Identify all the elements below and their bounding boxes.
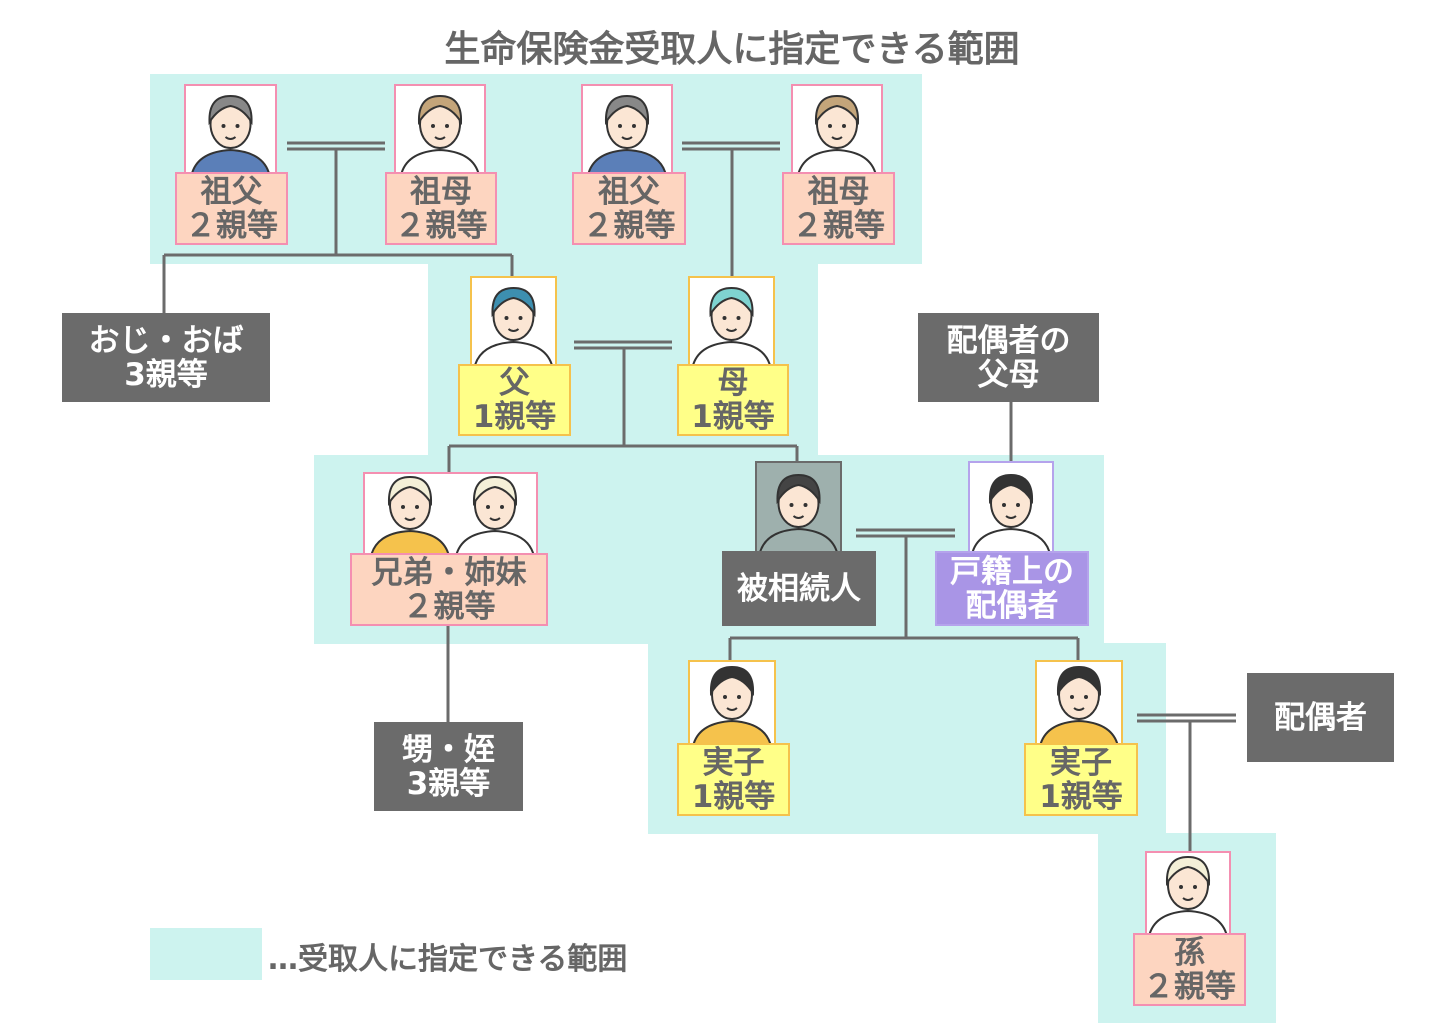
- person-illustration-icon: [588, 94, 666, 172]
- person-illustration-icon: [474, 286, 553, 364]
- person-illustration-icon: [692, 286, 771, 364]
- grandchild-photo: [1145, 851, 1231, 935]
- relation-name: 配偶者の: [946, 322, 1071, 359]
- relation-name: 母: [717, 365, 749, 401]
- degree: ２親等: [792, 207, 885, 244]
- relation-name: 実子: [1050, 744, 1112, 781]
- grandmother-photo: [394, 84, 486, 174]
- child-photo: [1035, 660, 1123, 745]
- legend-text: …受取人に指定できる範囲: [268, 942, 628, 977]
- grandmother-photo: [791, 84, 883, 174]
- decedent-photo: [755, 461, 842, 553]
- label-spouse: 戸籍上の配偶者: [935, 551, 1089, 626]
- grandfather-photo: [581, 84, 673, 174]
- degree: 1親等: [1039, 778, 1123, 815]
- label-decedent: 被相続人: [722, 551, 876, 626]
- relation-name: 実子: [702, 744, 765, 781]
- person-illustration-icon: [1149, 855, 1227, 933]
- degree: 1親等: [691, 399, 775, 435]
- degree: ２親等: [394, 207, 488, 244]
- degree: ２親等: [582, 207, 676, 244]
- person-illustration-icon: [972, 473, 1050, 551]
- person-illustration-icon: [371, 475, 534, 553]
- person-illustration-icon: [759, 473, 838, 551]
- degree: ２親等: [1143, 968, 1236, 1005]
- person-illustration-icon: [401, 94, 479, 172]
- relation-name: 甥・姪: [402, 731, 495, 768]
- relation-name: 父: [499, 365, 530, 401]
- degree: 1親等: [472, 399, 557, 435]
- spouse-photo: [968, 461, 1054, 553]
- father-photo: [470, 276, 557, 366]
- degree: 3親等: [406, 765, 491, 802]
- page-title: 生命保険金受取人に指定できる範囲: [444, 29, 1020, 70]
- siblings-photo: [363, 472, 538, 555]
- relation-name: 祖父: [598, 173, 660, 210]
- relation-name: 配偶者: [965, 587, 1059, 624]
- degree: ２親等: [402, 588, 496, 625]
- person-illustration-icon: [693, 665, 771, 743]
- relation-name: 孫: [1174, 934, 1205, 971]
- relation-name: 配偶者: [1274, 699, 1367, 736]
- relation-name: 兄弟・姉妹: [371, 554, 527, 591]
- grandfather-photo: [184, 84, 277, 174]
- person-illustration-icon: [1040, 665, 1118, 743]
- relation-name: 祖母: [410, 173, 472, 210]
- relation-name: 被相続人: [737, 570, 861, 607]
- person-illustration-icon: [798, 94, 876, 172]
- relation-name: 祖母: [807, 173, 870, 210]
- label-spouse-parents: 配偶者の父母: [918, 313, 1099, 402]
- degree: 3親等: [124, 356, 208, 393]
- degree: 1親等: [691, 778, 776, 815]
- mother-photo: [688, 276, 775, 366]
- relation-name: 祖父: [200, 173, 263, 210]
- relation-name: 戸籍上の: [950, 553, 1074, 590]
- degree: ２親等: [185, 207, 278, 244]
- relation-name: おじ・おば: [88, 322, 244, 359]
- child-photo: [688, 660, 776, 745]
- label-child-spouse: 配偶者: [1247, 673, 1394, 762]
- legend-swatch: [150, 928, 262, 980]
- person-illustration-icon: [191, 94, 270, 172]
- relation-name: 父母: [977, 356, 1040, 393]
